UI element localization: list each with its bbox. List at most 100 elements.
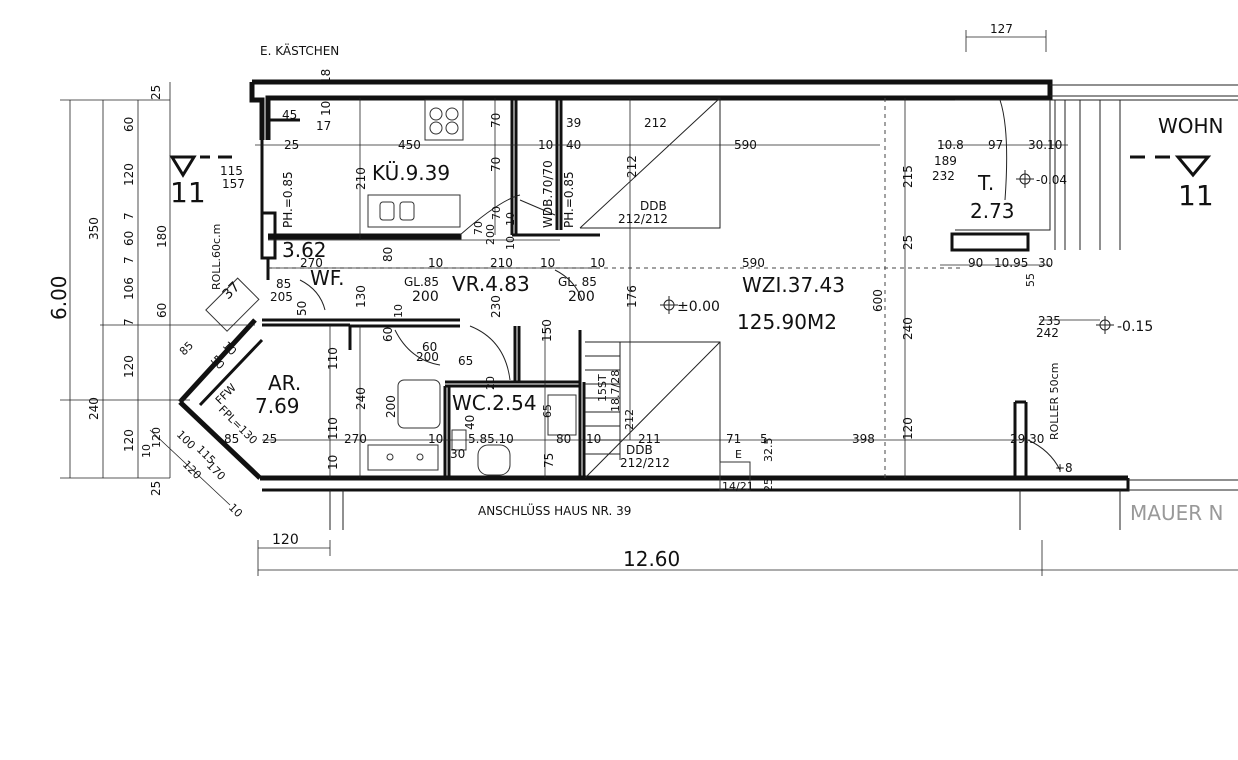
dim-25a: 25 (149, 85, 163, 100)
dim-60e: 60 (381, 327, 395, 342)
dim-350: 350 (87, 217, 101, 240)
dim-32-5: 32.5 (762, 438, 775, 463)
level-markers (660, 170, 1114, 334)
interior-walls (268, 98, 600, 478)
dim-70d: 70 (490, 206, 503, 220)
dim-25b: 25 (149, 481, 163, 496)
room-abstell: AR. (268, 371, 301, 395)
dim-120a: 120 (122, 163, 136, 186)
dim-100: 100 (174, 428, 198, 452)
room-abstell-area: 7.69 (255, 394, 300, 418)
dim-97: 97 (988, 138, 1003, 152)
dim-212a: 212 (644, 116, 667, 130)
room-total-area: 125.90M2 (737, 310, 837, 334)
dim-7b: 7 (122, 256, 136, 264)
dim-70a: 70 (489, 113, 503, 128)
note-gl-left: GL.85 (404, 275, 439, 289)
section-triangle-icon (169, 155, 197, 178)
label-mauer: MAUER N (1130, 501, 1223, 525)
dim-176: 176 (625, 285, 639, 308)
dim-240c: 240 (354, 387, 368, 410)
dim-232: 232 (932, 169, 955, 183)
outer-walls (178, 79, 1238, 530)
dim-70c: 70 (472, 221, 485, 235)
dim-120e: 120 (901, 417, 915, 440)
dim-40: 40 (566, 138, 581, 152)
note-stairs: 15ST (596, 374, 609, 402)
dim-80a: 80 (381, 247, 395, 262)
dim-157: 157 (222, 177, 245, 191)
dim-75: 75 (542, 453, 556, 468)
dim-450: 450 (398, 138, 421, 152)
dim-40b: 40 (463, 415, 477, 430)
room-vorraum: VR.4.83 (452, 272, 530, 296)
fixtures (205, 99, 751, 491)
note-roll: ROLL.60c.m (210, 224, 223, 290)
dimension-labels: 127 12.60 6.00 120 25 60 120 7 60 7 106 … (47, 22, 1062, 571)
dim-398: 398 (852, 432, 875, 446)
dim-25f: 25 (762, 478, 775, 492)
note-ddb-bottom: DDB (626, 443, 653, 457)
dimension-lines (60, 30, 1238, 576)
dim-242: 242 (1036, 326, 1059, 340)
dim-240a: 240 (87, 397, 101, 420)
dim-10j: 10 (504, 236, 517, 250)
level-outside: -0.15 (1117, 319, 1153, 335)
dim-85b: 85 (224, 432, 239, 446)
room-wc: WC.2.54 (452, 391, 537, 415)
dim-30-10: 30.10 (1028, 138, 1062, 152)
dim-10k: 10 (392, 304, 405, 318)
room-windfang: WF. (310, 266, 344, 290)
level-terrace: -0.04 (1036, 173, 1067, 187)
dim-30b: 30 (450, 447, 465, 461)
dim-25e: 25 (262, 432, 277, 446)
dim-120f: 120 (150, 427, 163, 448)
note-roller: ROLLER 50cm (1048, 363, 1061, 440)
dim-7c: 7 (122, 318, 136, 326)
dim-10i: 10 (504, 212, 517, 226)
label-e-kaestchen: E. KÄSTCHEN (260, 43, 339, 58)
dim-210a: 210 (354, 167, 368, 190)
dim-80b: 80 (556, 432, 571, 446)
room-kueche: KÜ.9.39 (372, 161, 450, 185)
dim-25c: 25 (284, 138, 299, 152)
dim-55: 55 (1024, 273, 1037, 287)
note-plus8: +8 (1055, 461, 1073, 475)
room-terrasse: T. (977, 171, 994, 195)
dim-10h: 10 (586, 432, 601, 446)
dim-7a: 7 (122, 212, 136, 220)
note-gl-left-h: 200 (412, 289, 439, 305)
dim-10c: 10 (428, 256, 443, 270)
dim-10e: 10 (590, 256, 605, 270)
dim-215: 215 (901, 165, 915, 188)
dim-600b: 600 (871, 289, 885, 312)
dim-115: 115 (220, 164, 243, 178)
dim-60a: 60 (122, 117, 136, 132)
dim-30a: 30 (1038, 256, 1053, 270)
dim-65b: 65 (541, 404, 554, 418)
dim-211: 211 (638, 432, 661, 446)
dim-230: 230 (489, 295, 503, 318)
dim-5-85-10: 5.85.10 (468, 432, 514, 446)
dim-106: 106 (122, 277, 136, 300)
dim-85c: 85 (177, 339, 196, 358)
dim-150: 150 (540, 319, 554, 342)
dim-110b: 110 (326, 417, 340, 440)
dim-90: 90 (968, 256, 983, 270)
note-ph-kitchen: PH.=0.85 (281, 171, 295, 228)
dim-70b: 70 (489, 157, 503, 172)
dim-10l: 10 (140, 444, 153, 458)
dim-600: 6.00 (47, 275, 71, 320)
dim-5: 5 (760, 432, 768, 446)
note-e-box: E (735, 448, 742, 461)
section-triangle-icon (1174, 155, 1212, 178)
note-wdb: WDB.70/70 (541, 160, 555, 228)
dim-240b: 240 (901, 317, 915, 340)
dim-200a: 200 (416, 350, 439, 364)
section-right-number: 11 (1178, 179, 1214, 212)
note-stairs-ratio: 18.7/28 (609, 370, 622, 412)
dim-10-8: 10.8 (937, 138, 964, 152)
dim-120c: 120 (122, 355, 136, 378)
note-stairs-len: 212 (623, 409, 636, 430)
